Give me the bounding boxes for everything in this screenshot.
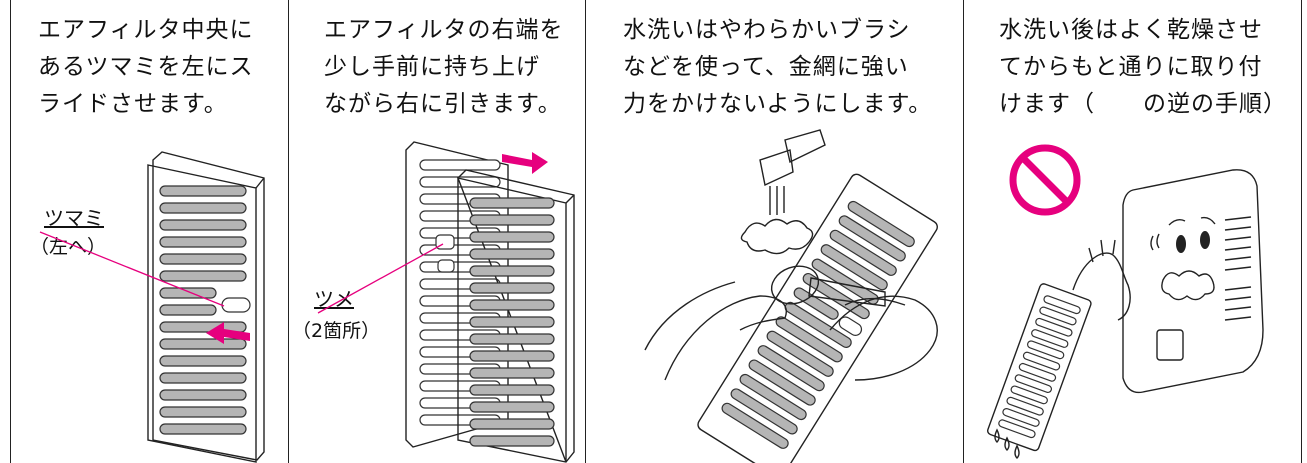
step-4-line-3: けます（ の逆の手順） (999, 91, 1287, 117)
sad-unit-icon (987, 169, 1264, 459)
step-panel-3: 水洗いはやわらかいブラシ などを使って、金網に強い 力をかけないようにします。 (585, 0, 963, 463)
step-panel-1: エアフィルタ中央に あるツマミを左にス ライドさせます。 ツマミ （左へ） (10, 0, 288, 463)
step-1-line-1: エアフィルタ中央に (38, 17, 254, 43)
step-3-line-1: 水洗いはやわらかいブラシ (623, 17, 911, 43)
step-2-text: エアフィルタの右端を 少し手前に持ち上げ ながら右に引きます。 (324, 12, 564, 123)
step-panel-4: 水洗い後はよく乾燥させ てからもと通りに取り付 けます（ の逆の手順） (963, 0, 1302, 463)
knob-label: ツマミ (44, 206, 104, 230)
step-1-line-2: あるツマミを左にス (38, 54, 254, 80)
step-4-line-2: てからもと通りに取り付 (999, 54, 1263, 80)
step-3-line-3: 力をかけないようにします。 (623, 91, 933, 117)
step-3-line-2: などを使って、金網に強い (623, 54, 909, 80)
manual-frame (10, 0, 1302, 463)
pull-arrow-icon (502, 152, 548, 174)
step-4-line-1: 水洗い後はよく乾燥させ (999, 17, 1263, 43)
panel-divider-1 (288, 0, 289, 463)
filter-pair-icon (317, 141, 575, 463)
step-1-text: エアフィルタ中央に あるツマミを左にス ライドさせます。 (38, 12, 254, 123)
step-2-line-3: ながら右に引きます。 (324, 91, 562, 117)
brush-icon (770, 265, 886, 307)
step-2-line-2: 少し手前に持ち上げ (324, 54, 540, 80)
hook-count-label: （2箇所） (292, 320, 381, 342)
step-2-line-1: エアフィルタの右端を (324, 17, 564, 43)
step-4-text: 水洗い後はよく乾燥させ てからもと通りに取り付 けます（ の逆の手順） (999, 12, 1287, 123)
panel-divider-2 (585, 0, 586, 463)
step-1-line-3: ライドさせます。 (38, 91, 228, 117)
prohibited-icon (1009, 144, 1081, 216)
panel-divider-3 (963, 0, 964, 463)
slide-arrow-icon (206, 322, 250, 344)
step-panel-2: エアフィルタの右端を 少し手前に持ち上げ ながら右に引きます。 ツメ （2箇所） (288, 0, 585, 463)
faucet-icon (759, 129, 826, 215)
step-3-text: 水洗いはやわらかいブラシ などを使って、金網に強い 力をかけないようにします。 (623, 12, 932, 123)
knob-direction-label: （左へ） (30, 236, 107, 258)
hook-label: ツメ (314, 287, 354, 311)
washing-illustration (644, 129, 938, 463)
